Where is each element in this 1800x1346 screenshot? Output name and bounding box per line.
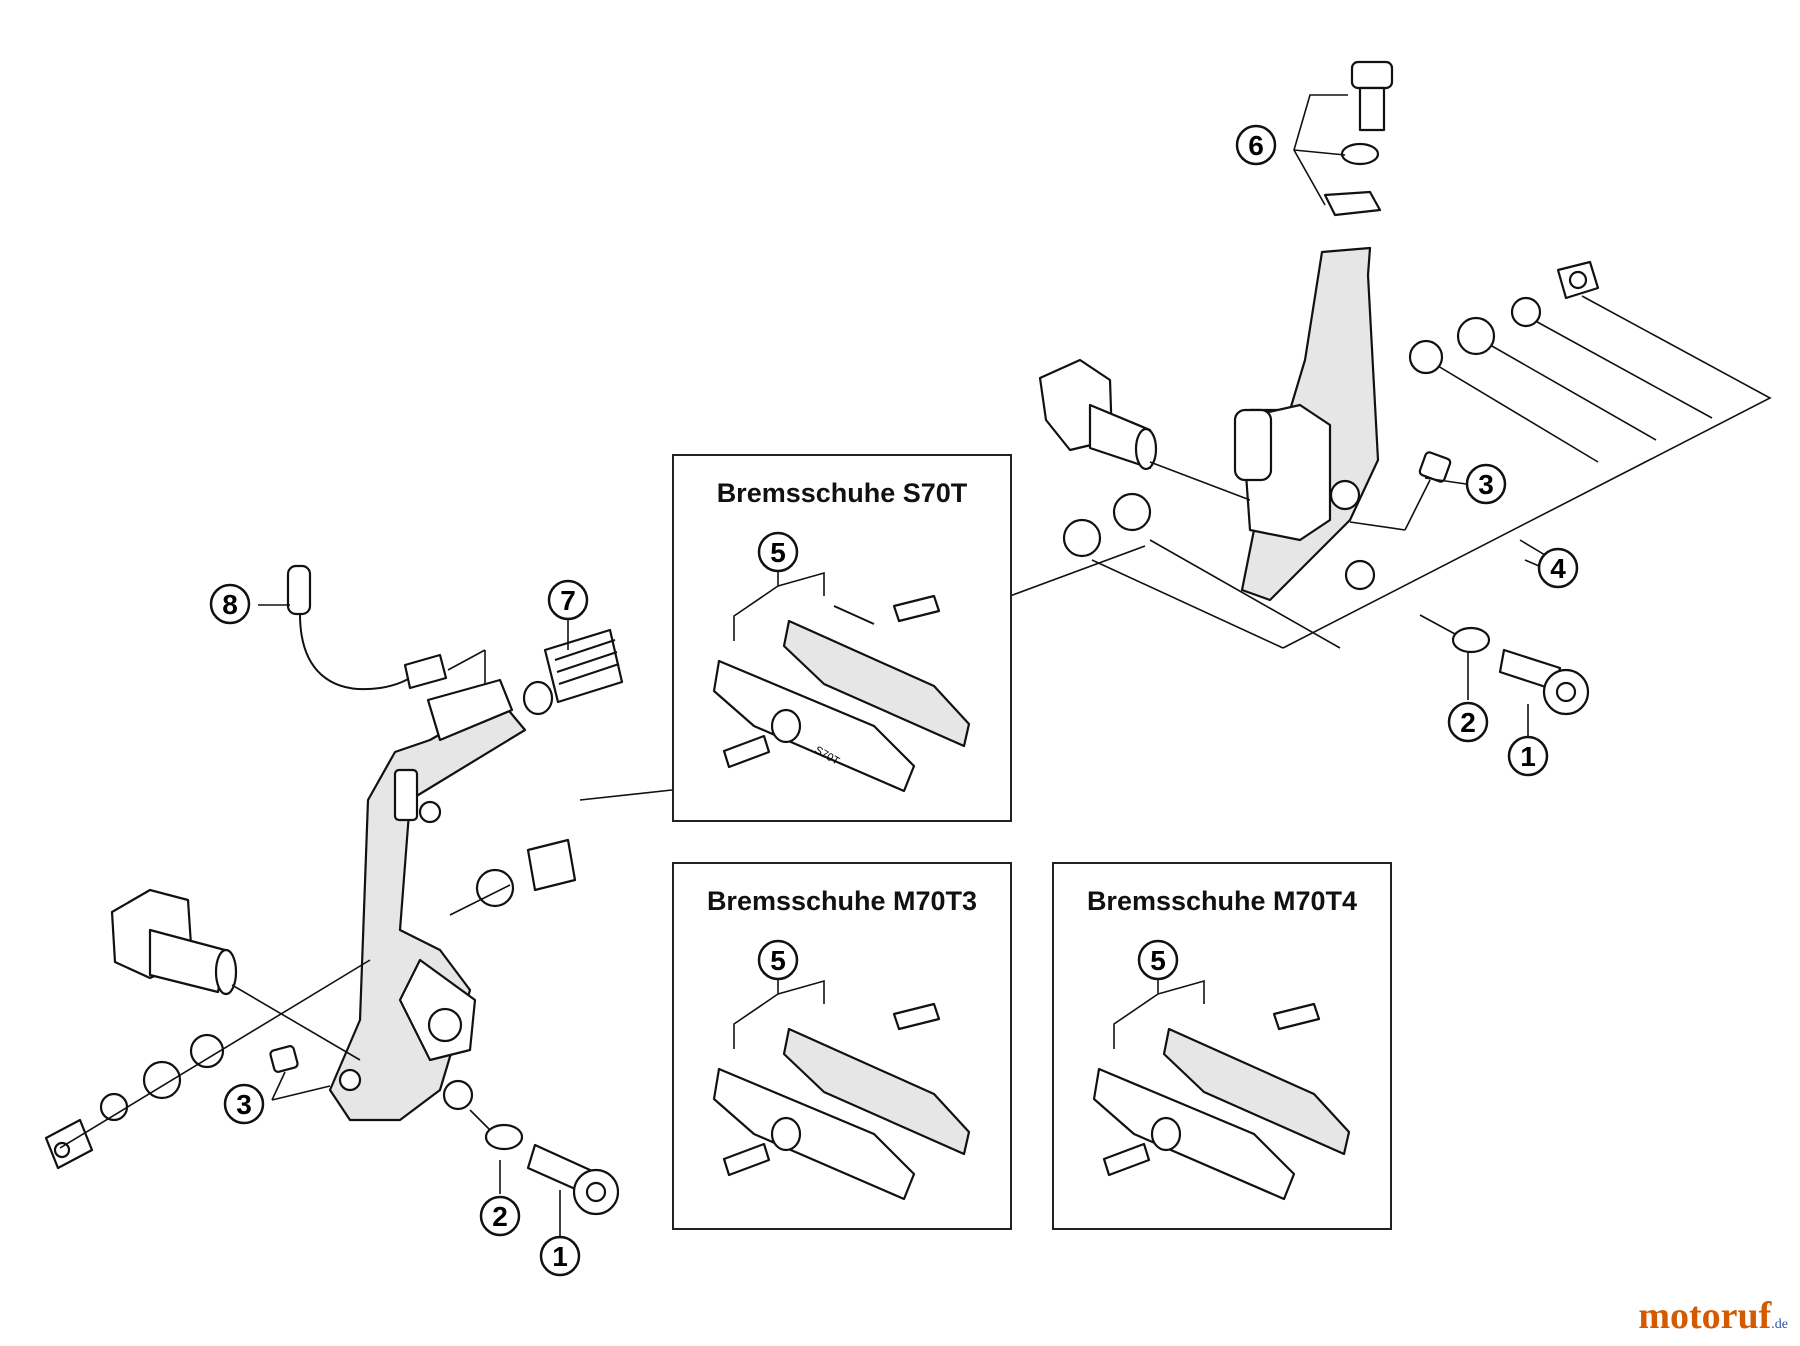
callout-right-2: 2 (1447, 701, 1489, 743)
callout-left-8: 8 (209, 583, 251, 625)
callout-right-1: 1 (1507, 735, 1549, 777)
right-cable-anchor (1038, 358, 1251, 558)
box-title-m70t4: Bremsschuhe M70T4 (1086, 886, 1358, 916)
left-cable-noodle-8 (258, 564, 486, 705)
brake-shoe-m70t3-drawing: 5 (712, 939, 971, 1201)
svg-text:1: 1 (552, 1241, 568, 1272)
callout-right-4: 4 (1537, 547, 1579, 589)
svg-text:5: 5 (770, 945, 786, 976)
brake-shoe-box-m70t3: Bremsschuhe M70T3 5 (672, 862, 1012, 1230)
box-title-m70t3: Bremsschuhe M70T3 (706, 886, 978, 916)
watermark-logo: motoruf.de (1638, 1295, 1788, 1337)
callout-left-7: 7 (547, 579, 589, 621)
left-brake-arm-assembly (44, 564, 624, 1236)
left-shoe-leader (579, 789, 673, 801)
callouts: 8 7 3 2 1 6 3 4 2 1 (209, 124, 1579, 1277)
svg-text:5: 5 (770, 537, 786, 568)
right-shoe-leader (1009, 545, 1146, 597)
svg-text:6: 6 (1248, 130, 1264, 161)
right-pivot-bolt-1 (1419, 614, 1590, 716)
svg-text:7: 7 (560, 585, 576, 616)
callout-left-3: 3 (223, 1083, 265, 1125)
brake-shoe-box-m70t4: Bremsschuhe M70T4 5 (1052, 862, 1392, 1230)
right-part-4-bracket (1091, 295, 1772, 649)
callout-left-1: 1 (539, 1235, 581, 1277)
brake-shoe-s70t-drawing: 5 S70T (712, 531, 971, 793)
callout-right-3: 3 (1465, 463, 1507, 505)
svg-text:3: 3 (236, 1089, 252, 1120)
right-washer-stack (1408, 260, 1600, 375)
svg-text:4: 4 (1550, 553, 1566, 584)
svg-text:3: 3 (1478, 469, 1494, 500)
box-title-s70t: Bremsschuhe S70T (716, 478, 968, 508)
right-mounting-bolt-6 (1293, 60, 1394, 217)
left-cable-anchor (110, 888, 361, 1061)
brake-shoe-box-s70t: Bremsschuhe S70T 5 S70T (672, 454, 1012, 822)
left-washer-stack (44, 959, 371, 1170)
brake-shoe-m70t4-drawing: 5 (1092, 939, 1351, 1201)
svg-text:2: 2 (1460, 707, 1476, 738)
left-pivot-bolt-1 (469, 1109, 620, 1216)
svg-text:2: 2 (492, 1201, 508, 1232)
left-spring-7 (522, 620, 624, 716)
svg-text:1: 1 (1520, 741, 1536, 772)
svg-text:5: 5 (1150, 945, 1166, 976)
svg-text:8: 8 (222, 589, 238, 620)
callout-left-2: 2 (479, 1195, 521, 1237)
left-adjust-screw-3 (269, 1045, 331, 1101)
callout-right-6: 6 (1235, 124, 1277, 166)
right-brake-arm-assembly (1038, 60, 1772, 740)
